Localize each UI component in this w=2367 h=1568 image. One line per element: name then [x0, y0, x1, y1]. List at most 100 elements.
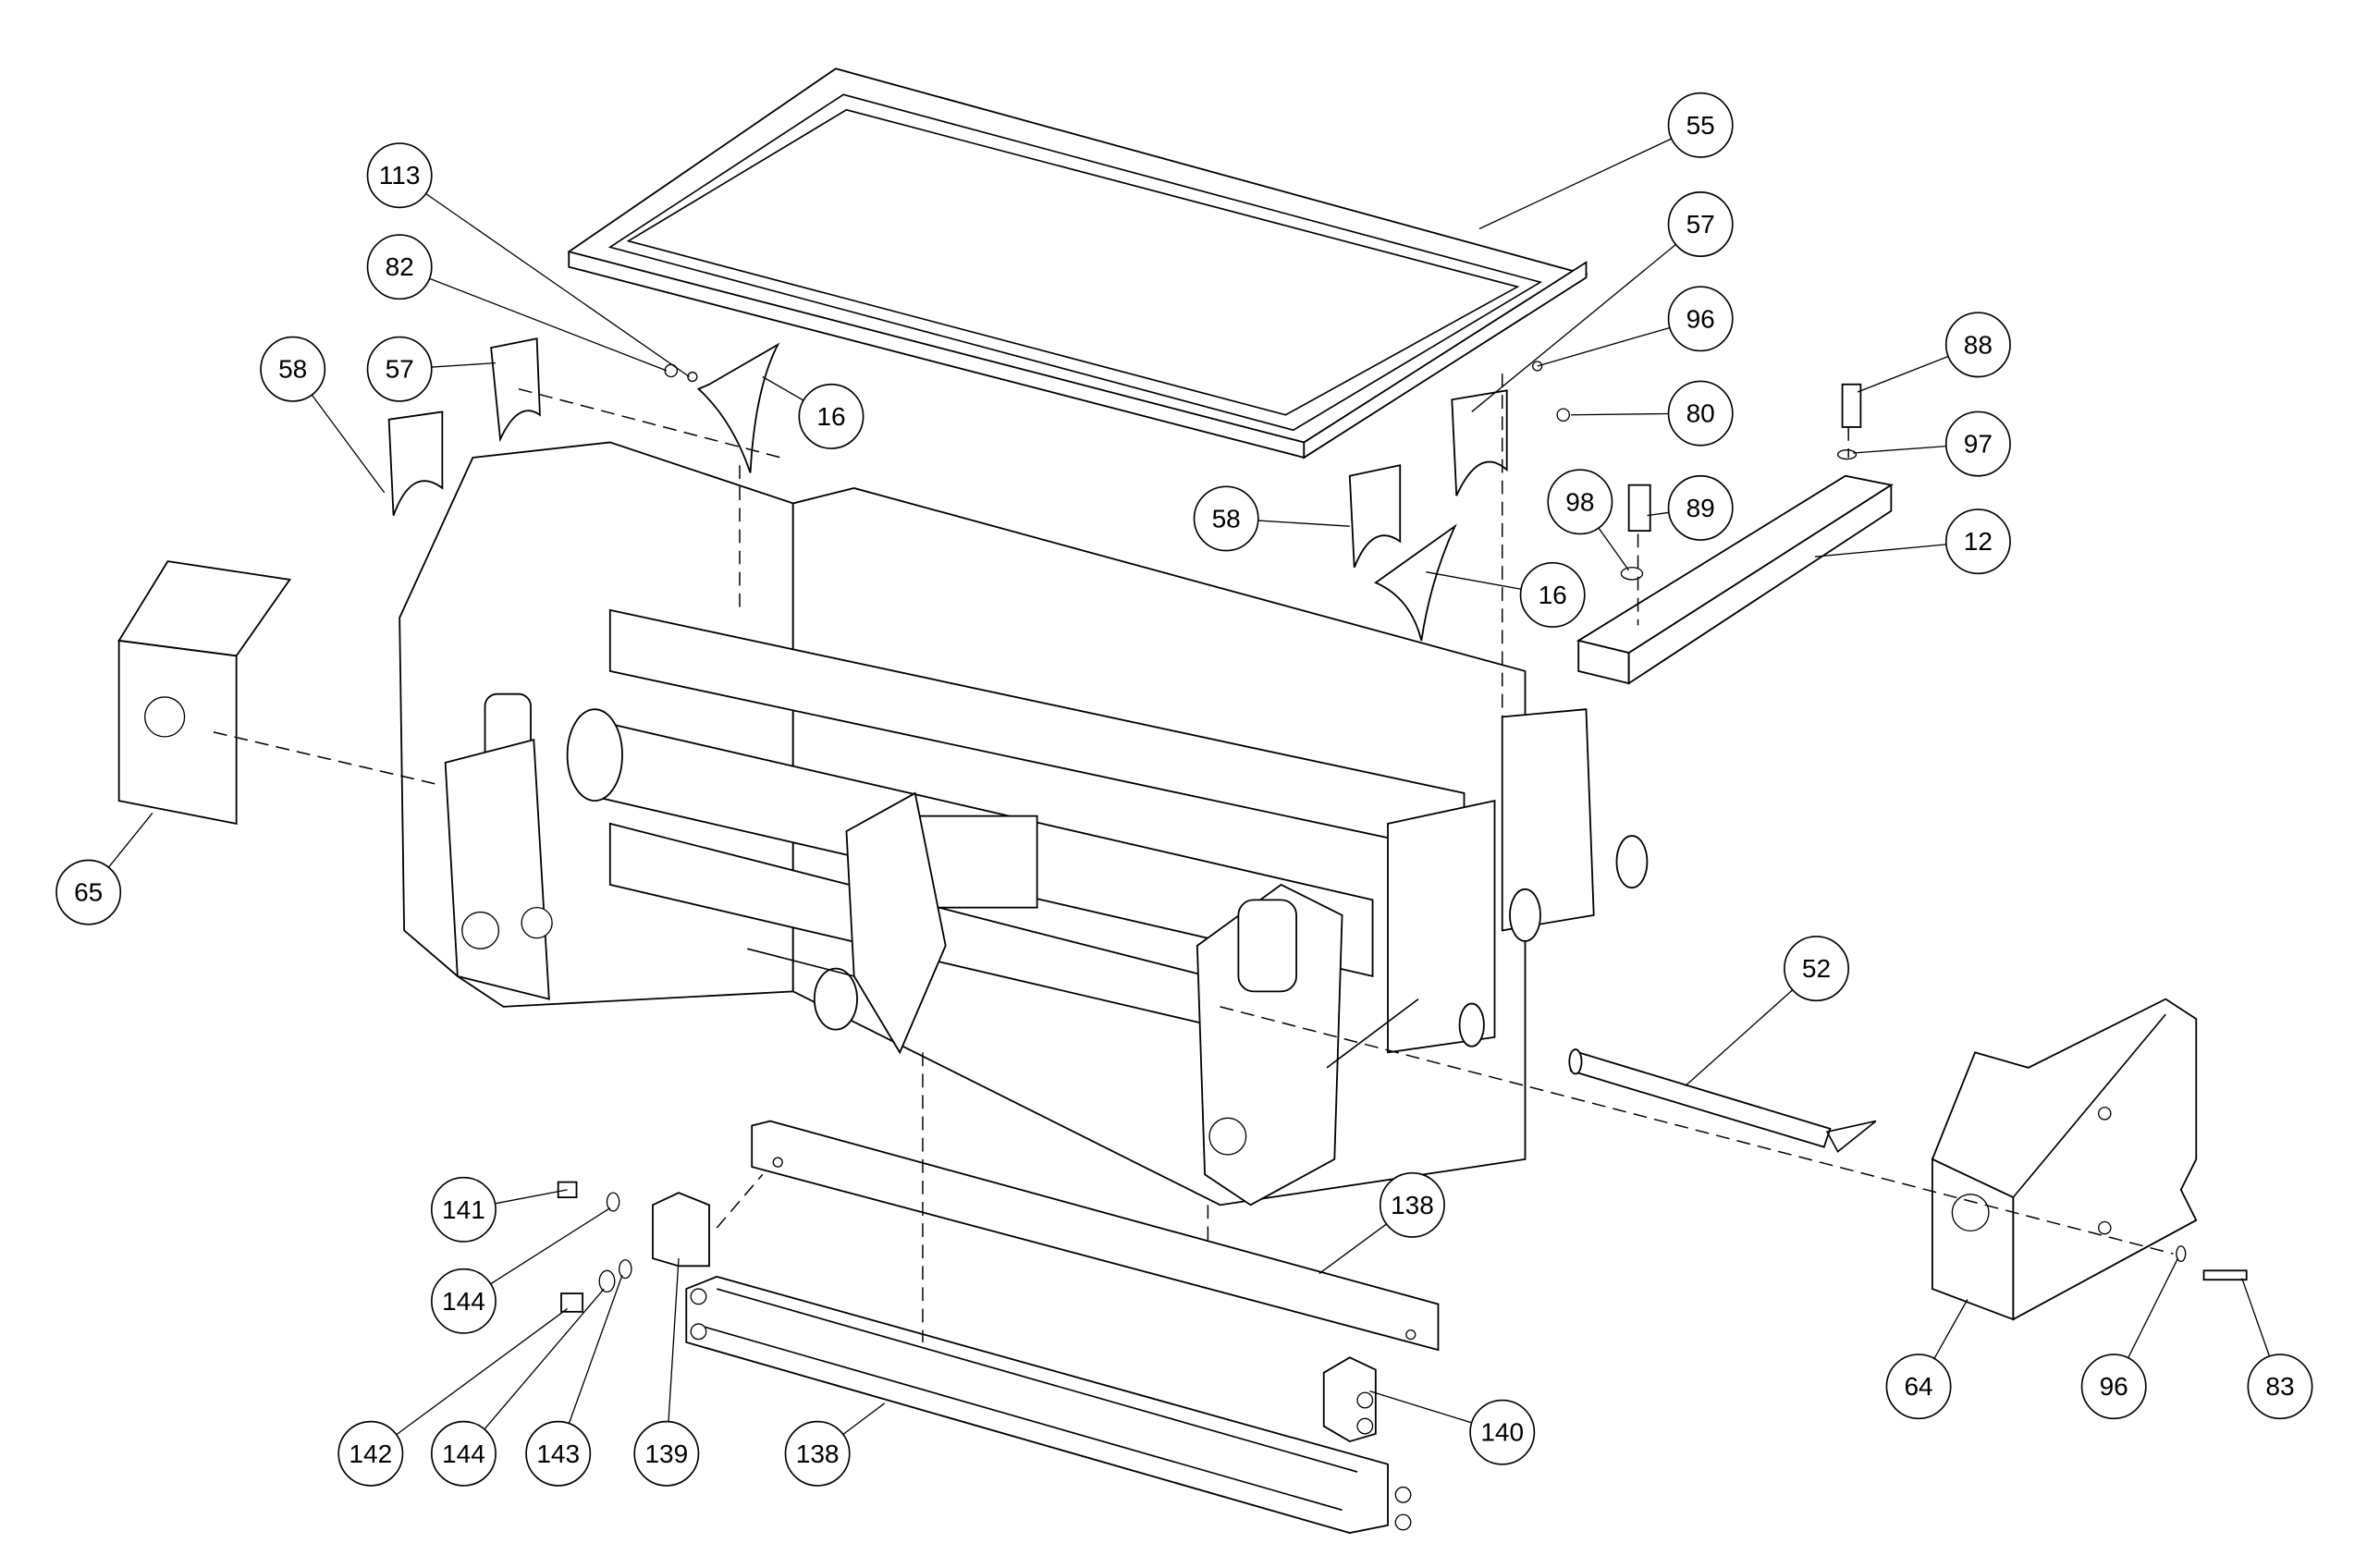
callout-circle [784, 1420, 851, 1487]
pin-part-52 [1568, 1048, 1877, 1153]
callout-circle [1944, 312, 2011, 378]
callout-label: 57 [1686, 210, 1715, 239]
callout-label: 96 [1686, 304, 1715, 333]
callout-bubble-58: 58 [1193, 485, 1259, 552]
machine-body [399, 441, 1649, 1207]
callout-bubble-57: 57 [1667, 191, 1734, 257]
callout-bubble-55: 55 [1667, 92, 1734, 158]
callout-circle [260, 336, 326, 402]
callout-bubble-96: 96 [1667, 286, 1734, 352]
leader-line [490, 1207, 611, 1285]
callout-label: 64 [1904, 1372, 1932, 1401]
callout-label: 138 [1391, 1191, 1434, 1219]
callout-bubble-98: 98 [1547, 469, 1613, 535]
callout-label: 57 [386, 355, 414, 384]
leader-line [842, 1403, 886, 1436]
leader-line [107, 812, 153, 868]
callout-label: 142 [349, 1439, 392, 1468]
callout-circle [1519, 561, 1586, 628]
callout-circle [1667, 191, 1734, 257]
callout-label: 52 [1802, 954, 1831, 983]
callout-bubble-52: 52 [1784, 936, 1849, 1002]
callout-circle [1193, 485, 1259, 552]
callout-label: 16 [816, 402, 845, 431]
callout-bubble-12: 12 [1944, 508, 2011, 575]
callout-circle [798, 383, 865, 449]
callout-circle [366, 142, 433, 209]
callout-label: 139 [644, 1439, 688, 1468]
callout-label: 65 [74, 878, 103, 907]
leader-line [1647, 511, 1669, 517]
leader-line [396, 1308, 568, 1436]
callout-bubble-65: 65 [55, 859, 122, 925]
callout-bubble-139: 139 [633, 1420, 700, 1487]
leader-line [1426, 571, 1522, 590]
callout-bubble-64: 64 [1885, 1354, 1952, 1420]
callout-circle [55, 859, 122, 925]
callout-bubble-16: 16 [798, 383, 865, 449]
leader-line [1318, 1223, 1387, 1275]
callout-bubble-143: 143 [525, 1420, 592, 1487]
callout-circle [1469, 1399, 1536, 1465]
callout-bubble-80: 80 [1667, 380, 1734, 447]
callout-label: 96 [2100, 1372, 2128, 1401]
callout-label: 141 [442, 1195, 485, 1224]
callout-label: 140 [1480, 1418, 1524, 1447]
callout-label: 82 [386, 252, 414, 281]
leader-line [1478, 138, 1673, 230]
leader-line [484, 1288, 605, 1430]
fasteners [557, 1181, 2248, 1313]
callout-circle [1885, 1354, 1952, 1420]
cover-part-64 [1931, 998, 2198, 1321]
bracket-parts [387, 337, 1570, 642]
callout-circle [633, 1420, 700, 1487]
callout-circle [1944, 410, 2011, 477]
leader-line [429, 277, 668, 372]
callout-bubble-57: 57 [366, 336, 433, 402]
leader-line [568, 1275, 623, 1424]
callout-label: 113 [379, 161, 421, 190]
callout-bubble-89: 89 [1667, 474, 1734, 541]
callout-bubble-138: 138 [784, 1420, 851, 1487]
callout-label: 143 [536, 1439, 580, 1468]
strip-part-138 [685, 1275, 1412, 1534]
leader-line [1933, 1299, 1968, 1359]
leader-line [2241, 1278, 2271, 1357]
leader-line [1537, 326, 1671, 367]
callout-label: 89 [1686, 494, 1715, 522]
callout-bubble-140: 140 [1469, 1399, 1536, 1465]
callout-label: 144 [442, 1439, 485, 1468]
callout-circle [1667, 380, 1734, 447]
rail-part-12 [1576, 383, 1894, 685]
leader-line [311, 394, 386, 494]
plate-part-138 [751, 1120, 1440, 1352]
callout-circle [1784, 936, 1849, 1002]
callout-bubble-16: 16 [1519, 561, 1586, 628]
callout-circle [366, 234, 433, 300]
callout-circle [430, 1420, 497, 1487]
callout-circle [1379, 1171, 1445, 1238]
leader-line [668, 1258, 680, 1422]
callout-bubble-144: 144 [430, 1420, 497, 1487]
cover-part-65 [117, 560, 291, 825]
assembly-lines [213, 374, 2174, 1342]
callout-circle [430, 1268, 497, 1334]
top-frame-part-55 [568, 67, 1588, 459]
callout-bubble-88: 88 [1944, 312, 2011, 378]
leader-line [1598, 527, 1630, 571]
callout-bubble-142: 142 [337, 1420, 404, 1487]
callout-label: 98 [1565, 487, 1594, 516]
leader-line [431, 361, 497, 368]
leader-line [1857, 355, 1949, 393]
leader-line [1853, 445, 1946, 454]
leader-line [1570, 412, 1669, 416]
callout-label: 97 [1964, 430, 1993, 459]
callout-label: 12 [1964, 527, 1993, 556]
callout-bubble-83: 83 [2247, 1354, 2313, 1420]
leader-line [1814, 544, 1946, 557]
callout-label: 144 [442, 1287, 485, 1316]
callout-bubble-97: 97 [1944, 410, 2011, 477]
callout-circle [525, 1420, 592, 1487]
